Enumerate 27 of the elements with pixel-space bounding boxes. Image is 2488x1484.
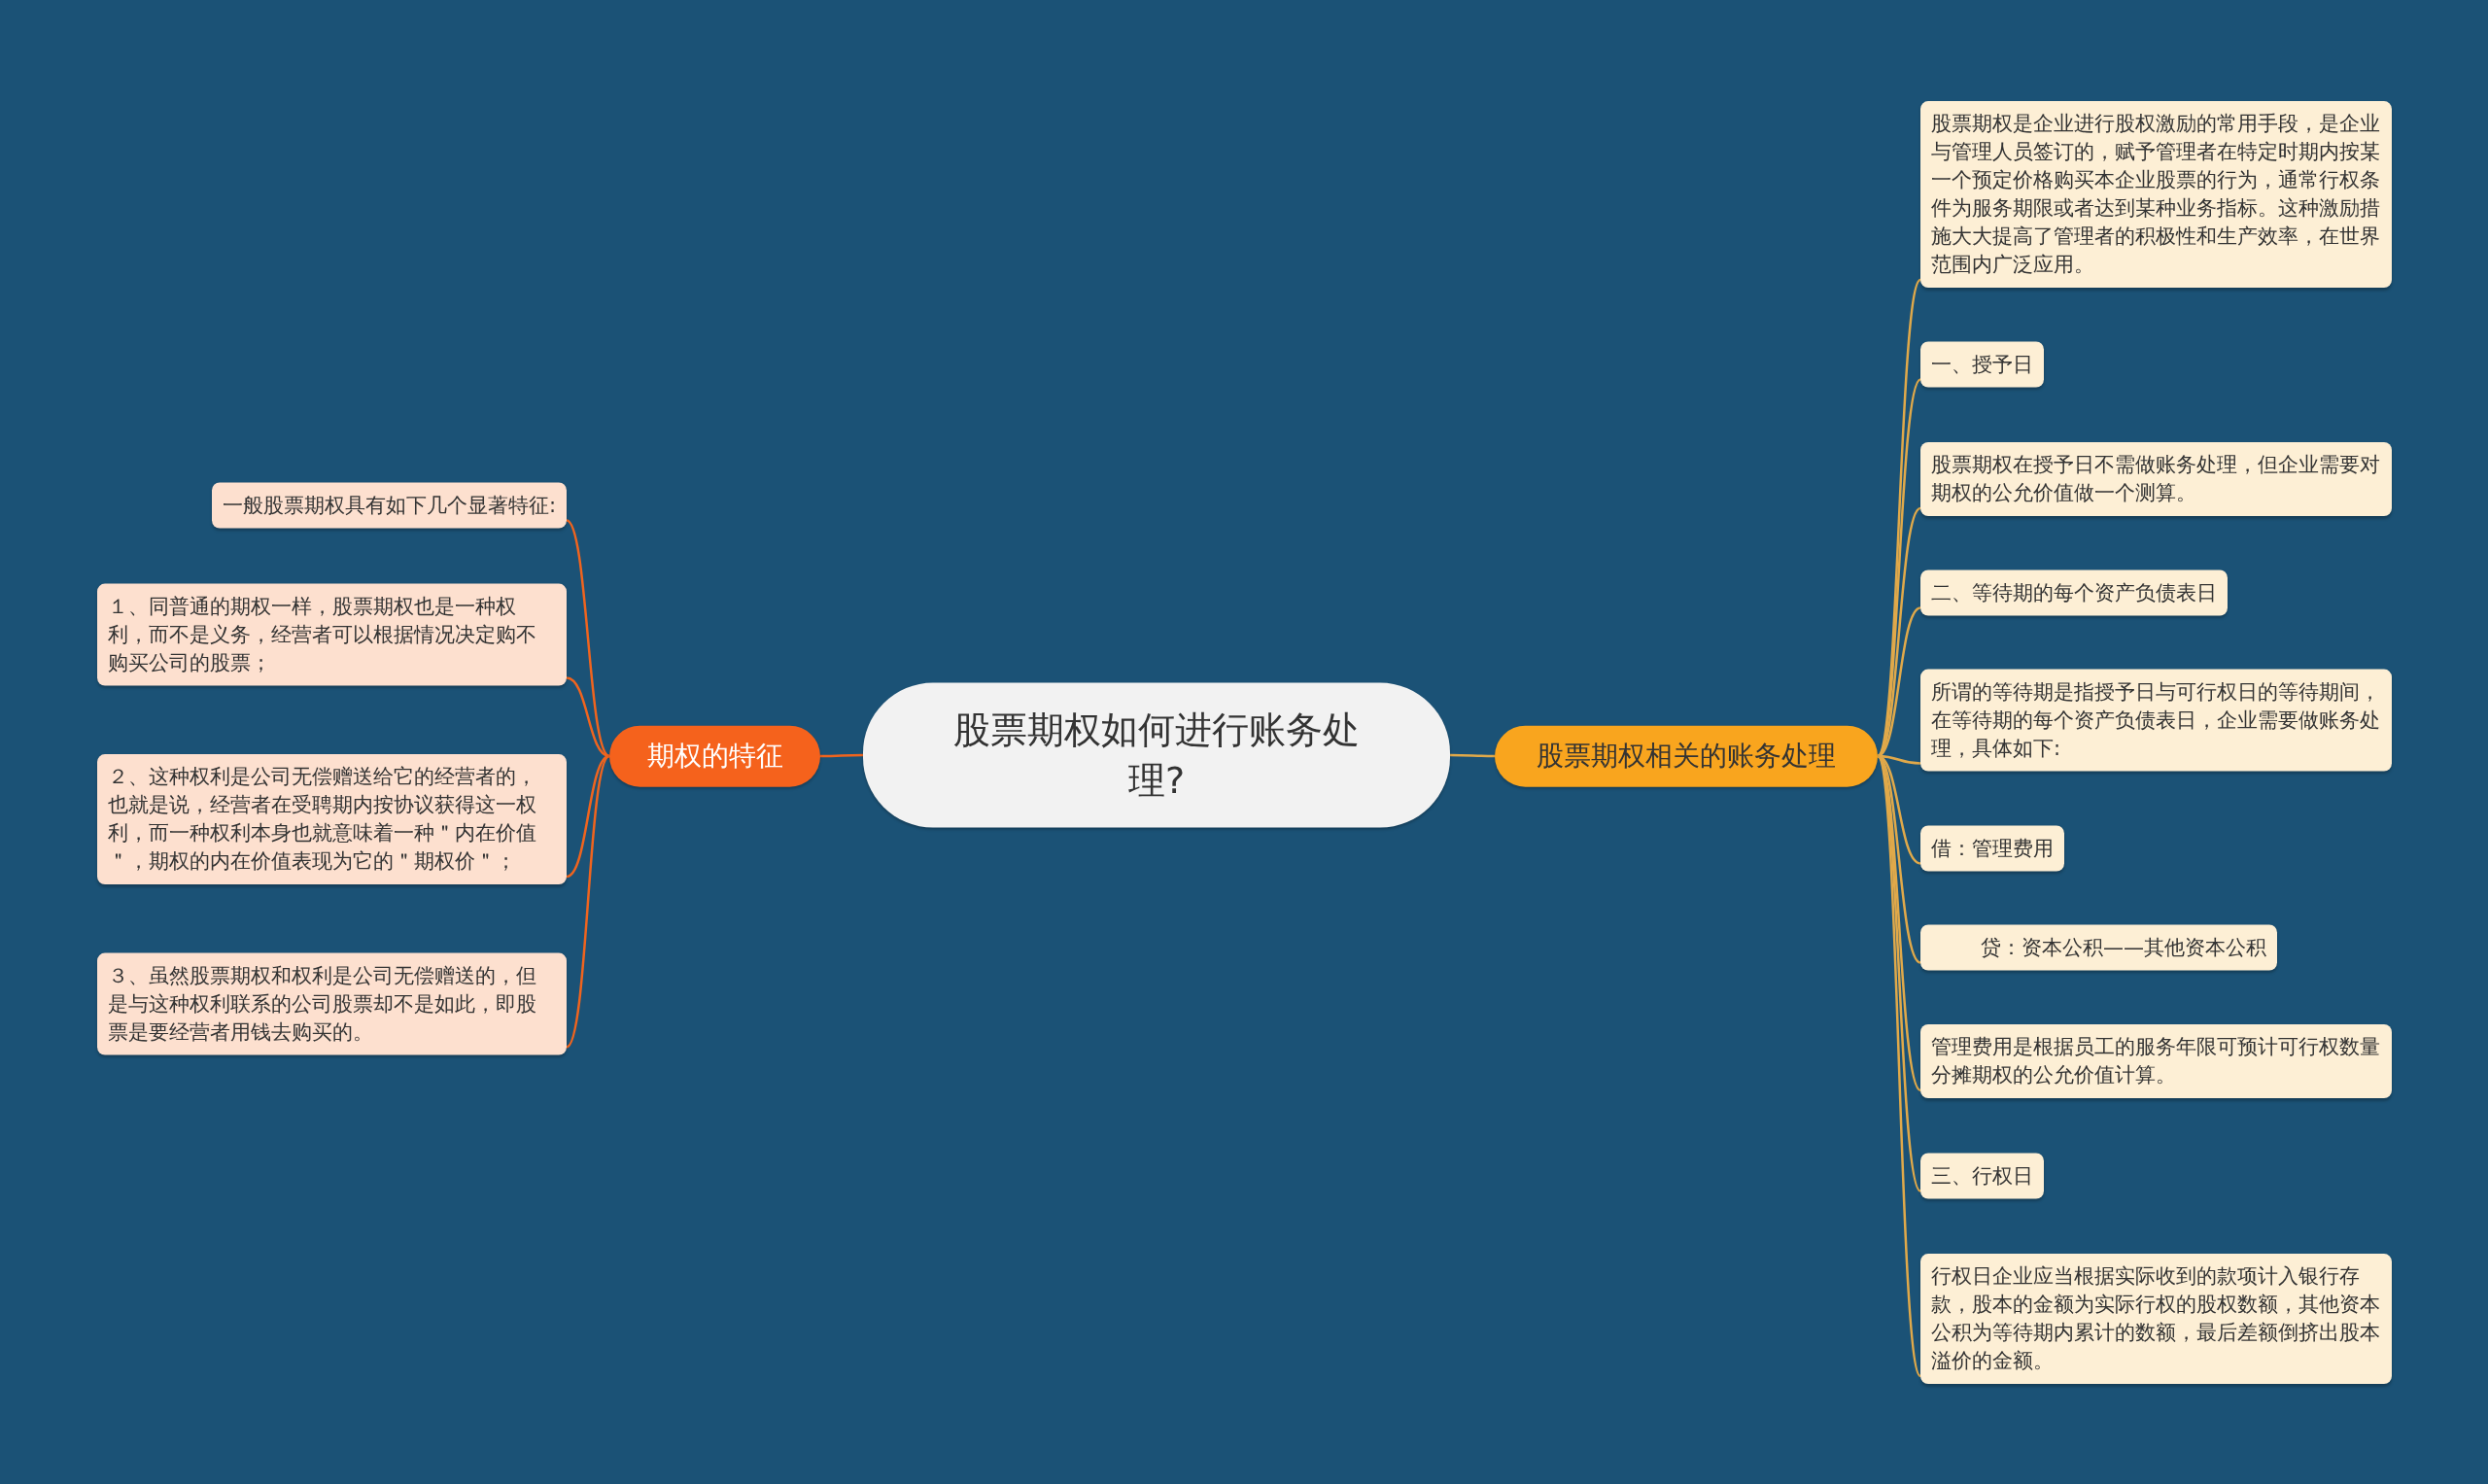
connector [1450,753,1495,758]
branch-topic: 期权的特征 [609,725,820,787]
leaf-topic: ３、虽然股票期权和权利是公司无偿赠送的，但是与这种权利联系的公司股票却不是如此，即股票是要经营者用钱去购买的。 [97,952,567,1055]
connector [1877,755,1921,1091]
connector [566,755,610,1049]
leaf-topic: 所谓的等待期是指授予日与可行权日的等待期间，在等待期的每个资产负债表日，企业需要做账务处理，具体如下: [1920,669,2392,772]
connector [1876,279,1922,757]
leaf-topic: 行权日企业应当根据实际收到的款项计入银行存款，股本的金额为实际行权的股权数额，其他资本公积为等待期内累计的数额，最后差额倒挤出股本溢价的金额。 [1920,1254,2392,1384]
leaf-topic: 三、行权日 [1920,1153,2044,1199]
leaf-topic: １、同普通的期权一样，股票期权也是一种权利，而不是义务，经营者可以根据情况决定购不购买公司的股票； [97,583,567,686]
branch-topic: 股票期权相关的账务处理 [1495,725,1878,787]
leaf-topic: 贷：资本公积——其他资本公积 [1920,924,2277,971]
leaf-topic: 一、授予日 [1920,341,2044,388]
leaf-topic: ２、这种权利是公司无偿赠送给它的经营者的，也就是说，经营者在受聘期内按协议获得这一权利，而一种权利本身也就意味着一种＂内在价值＂，期权的内在价值表现为它的＂期权价＂； [97,754,567,884]
leaf-topic: 股票期权是企业进行股权激励的常用手段，是企业与管理人员签订的，赋予管理者在特定时期内按某一个预定价格购买本企业股票的行为，通常行权条件为服务期限或者达到某种业务指标。这种激励措施大大提高了管理者的积极性和生产效率，在世界范围内广泛应用。 [1920,101,2392,288]
leaf-topic: 股票期权在授予日不需做账务处理，但企业需要对期权的公允价值做一个测算。 [1920,442,2392,516]
connector [1876,755,1922,1377]
leaf-topic: 二、等待期的每个资产负债表日 [1920,569,2228,616]
connector [566,754,610,879]
connector [1876,378,1922,757]
leaf-topic: 借：管理费用 [1920,825,2064,872]
central-topic: 股票期权如何进行账务处理? [863,682,1450,828]
connector [566,676,610,758]
leaf-topic: 管理费用是根据员工的服务年限可预计可行权数量分摊期权的公允价值计算。 [1920,1024,2392,1098]
leaf-topic: 一般股票期权具有如下几个显著特征: [211,482,567,529]
connector [820,753,863,758]
connector [566,519,610,757]
